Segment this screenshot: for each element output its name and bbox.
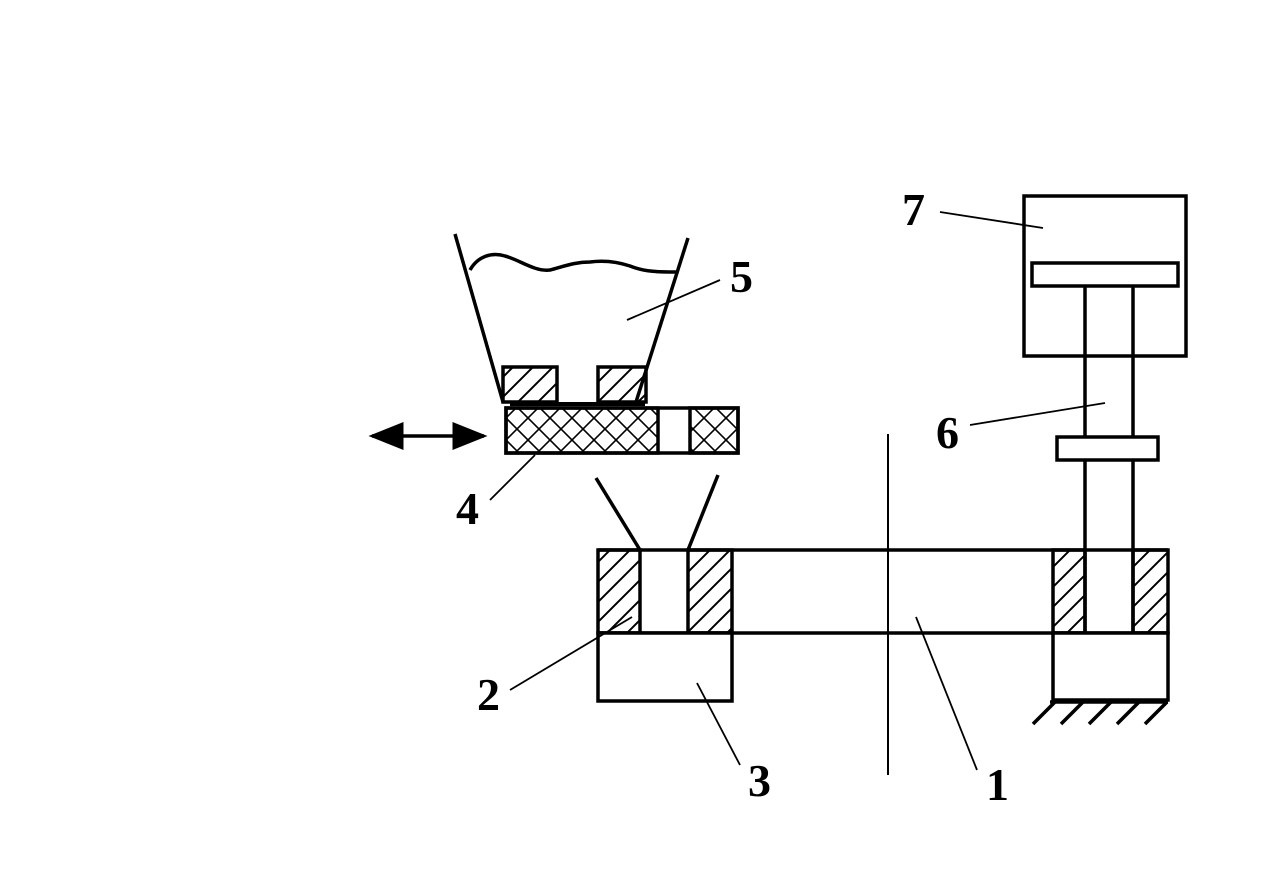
die-funnel: [594, 474, 720, 551]
right-guide: [1051, 548, 1170, 702]
right-base: [1051, 631, 1170, 702]
rod-collar: [1055, 435, 1160, 462]
callout-6: 6: [936, 407, 959, 458]
guide-wall-right: [1131, 548, 1170, 635]
cylinder: [1022, 194, 1188, 358]
die: [596, 548, 734, 635]
callout-5: 5: [730, 251, 753, 302]
leader-lines: [489, 211, 1106, 771]
feed-shoe-right-section: [688, 406, 740, 455]
hopper: [453, 233, 690, 406]
callout-2: 2: [477, 669, 500, 720]
lower-support: [596, 631, 734, 703]
piston-head: [1030, 261, 1180, 288]
hopper-outlet-block-left: [501, 365, 559, 404]
hopper-outlet-block-right: [596, 365, 648, 404]
callout-1: 1: [986, 759, 1009, 810]
guide-wall-left: [1051, 548, 1087, 635]
die-wall-right: [686, 548, 734, 635]
callout-7: 7: [902, 184, 925, 235]
ground-symbol: [1031, 700, 1169, 726]
die-wall-left: [596, 548, 642, 635]
callout-3: 3: [748, 755, 771, 806]
callout-4: 4: [456, 483, 479, 534]
powder-surface: [468, 252, 677, 274]
feed-shoe-left-section: [504, 406, 660, 455]
feed-shoe: [504, 406, 740, 455]
piston-rod: [1055, 286, 1160, 633]
